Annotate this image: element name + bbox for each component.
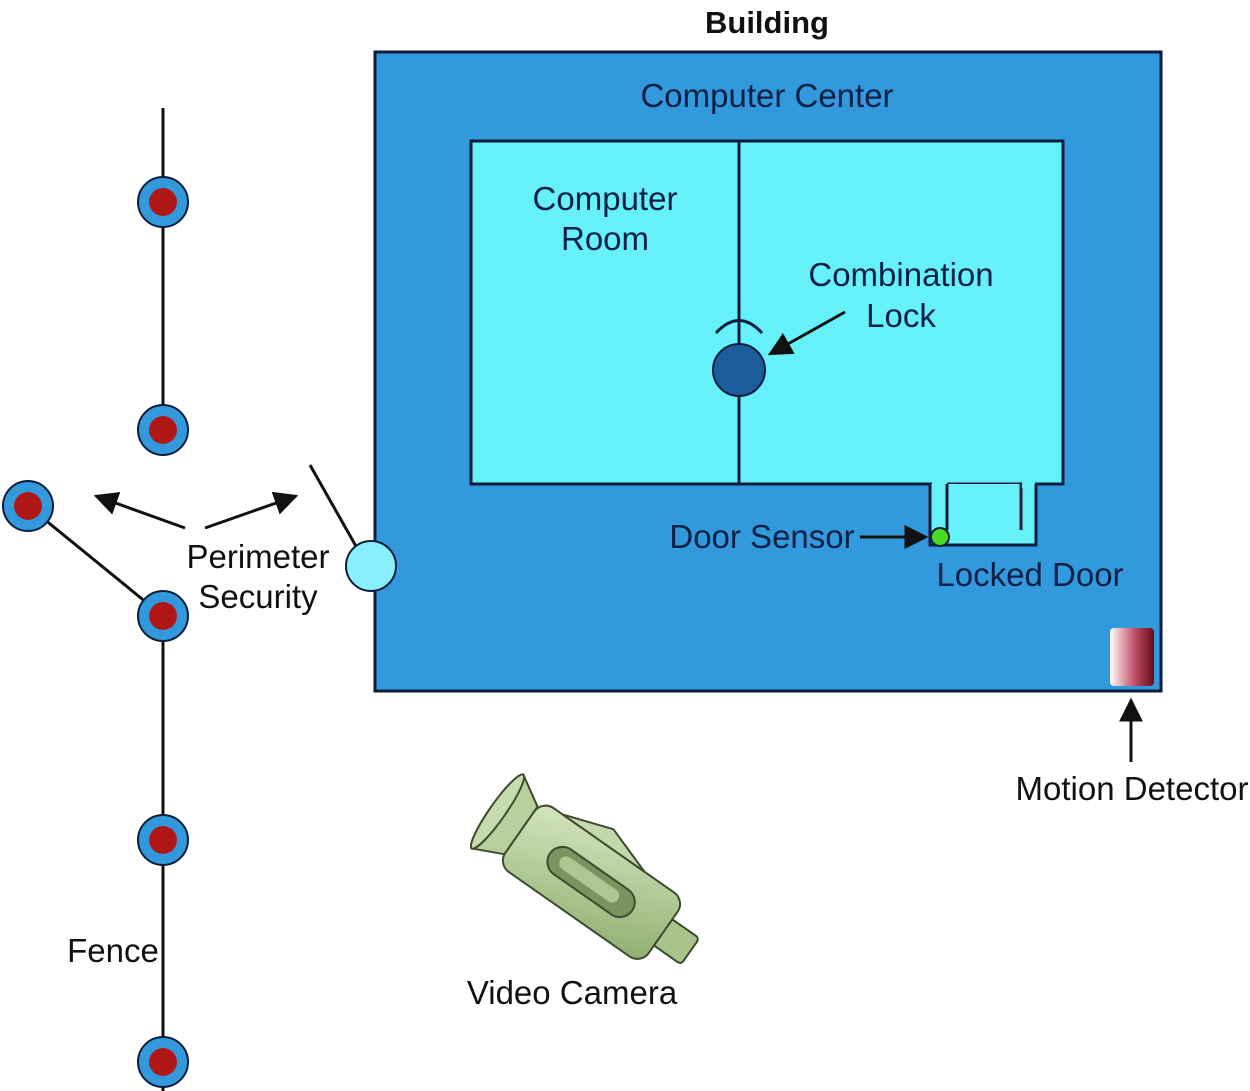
fence-line-diagonal: [27, 504, 164, 618]
building-label: Building: [705, 5, 829, 40]
perimeter-arrow-right: [204, 491, 299, 530]
motion-detector-label: Motion Detector: [1016, 770, 1249, 807]
video-camera-icon: [469, 772, 699, 964]
fence-label: Fence: [67, 932, 159, 969]
video-camera-label: Video Camera: [467, 974, 678, 1011]
computer-room-label-line2: Room: [561, 220, 649, 257]
fence-post-icon: [137, 814, 189, 866]
perimeter-sensor-icon: [345, 540, 397, 592]
combination-lock-arrow: [767, 310, 846, 356]
computer-room: [469, 139, 1065, 486]
combination-lock-icon: [712, 343, 766, 397]
door-gap-right: [1022, 482, 1035, 488]
fence-post-icon: [2, 480, 54, 532]
perimeter-security-label-line1: Perimeter: [186, 538, 329, 575]
door-gap-left: [932, 482, 947, 488]
perimeter-security-label-line2: Security: [198, 578, 318, 615]
fence-post-icon: [137, 176, 189, 228]
door-sensor-icon: [930, 527, 950, 547]
locked-door-label: Locked Door: [936, 556, 1123, 593]
computer-center-label: Computer Center: [640, 77, 893, 114]
combination-lock-label-line2: Lock: [866, 297, 936, 334]
door-sensor-label: Door Sensor: [669, 518, 854, 555]
motion-detector-icon: [1110, 628, 1154, 686]
computer-room-label-line1: Computer: [533, 180, 678, 217]
perimeter-arrow-left: [93, 492, 186, 530]
perimeter-sensor-beam: [308, 464, 359, 549]
fence-post-icon: [137, 590, 189, 642]
fence-post-icon: [137, 404, 189, 456]
combination-lock-label-line1: Combination: [808, 256, 993, 293]
combination-lock-dial-arc: [714, 319, 764, 335]
fence-post-icon: [137, 1036, 189, 1088]
